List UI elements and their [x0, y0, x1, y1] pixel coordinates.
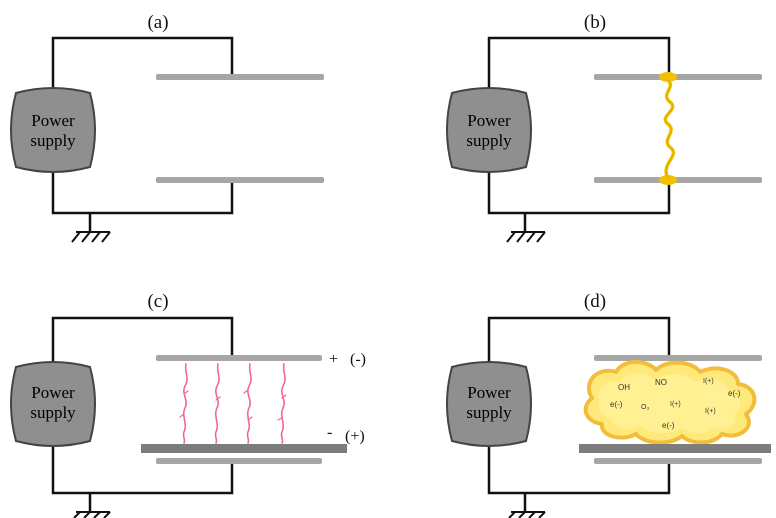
dielectric-barrier-d	[579, 444, 771, 453]
polarity-bottom-sign: -	[327, 424, 332, 441]
panel-c: (c) Power supply + (-)	[10, 291, 366, 518]
streamer-filaments	[179, 363, 287, 444]
circuit-wire-b	[487, 36, 671, 232]
power-supply-label-line2: supply	[30, 131, 76, 150]
power-supply-label-line1: Power	[31, 383, 75, 402]
species-label: I(+)	[705, 408, 716, 415]
panel-a: (a) Power supply	[10, 12, 324, 243]
arc-discharge	[659, 72, 677, 185]
ground-symbol-c	[73, 511, 111, 518]
panel-label-a: (a)	[147, 12, 168, 33]
species-label: O₃	[641, 404, 649, 411]
power-supply-label-line1: Power	[467, 383, 511, 402]
power-supply-c: Power supply	[10, 361, 96, 447]
polarity-bottom-alt: (+)	[345, 428, 365, 445]
species-label: NO	[655, 378, 667, 387]
plasma-cloud: OH NO I(+) e(-) e(-) O₃ I(+) I(+) e(-)	[583, 360, 757, 445]
power-supply-a: Power supply	[10, 87, 96, 173]
panel-d: (d) Power supply OH NO I(+) e(-) e(-)	[446, 291, 771, 518]
ground-symbol-b	[506, 231, 546, 243]
polarity-top-alt: (-)	[350, 351, 366, 368]
species-label: e(-)	[662, 421, 675, 430]
species-label: OH	[618, 383, 630, 392]
power-supply-b: Power supply	[446, 87, 532, 173]
panel-b: (b) Power supply	[446, 12, 762, 243]
power-supply-d: Power supply	[446, 361, 532, 447]
power-supply-label-line1: Power	[31, 111, 75, 130]
power-supply-label-line2: supply	[466, 131, 512, 150]
ground-symbol-d	[508, 511, 546, 518]
electrode-top-c	[156, 355, 322, 361]
panel-label-b: (b)	[584, 12, 606, 33]
electrode-top-b	[594, 74, 762, 80]
species-label: e(-)	[610, 400, 623, 409]
ground-symbol-a	[71, 231, 111, 243]
circuit-wire-d	[487, 316, 671, 512]
electrode-bottom-c	[156, 458, 322, 464]
circuit-wire-a	[51, 36, 234, 232]
species-label: I(+)	[703, 378, 714, 385]
dielectric-barrier-c	[141, 444, 347, 453]
polarity-top-sign: +	[329, 351, 338, 368]
power-supply-label-line2: supply	[30, 403, 76, 422]
power-supply-label-line2: supply	[466, 403, 512, 422]
species-label: I(+)	[670, 401, 681, 408]
power-supply-label-line1: Power	[467, 111, 511, 130]
electrode-top-d	[594, 355, 762, 361]
panel-label-c: (c)	[147, 291, 168, 312]
electrode-top-a	[156, 74, 324, 80]
electrode-bottom-d	[594, 458, 762, 464]
electrode-bottom-a	[156, 177, 324, 183]
species-label: e(-)	[728, 389, 741, 398]
circuit-wire-c	[51, 316, 234, 512]
panel-label-d: (d)	[584, 291, 606, 312]
electrode-bottom-b	[594, 177, 762, 183]
